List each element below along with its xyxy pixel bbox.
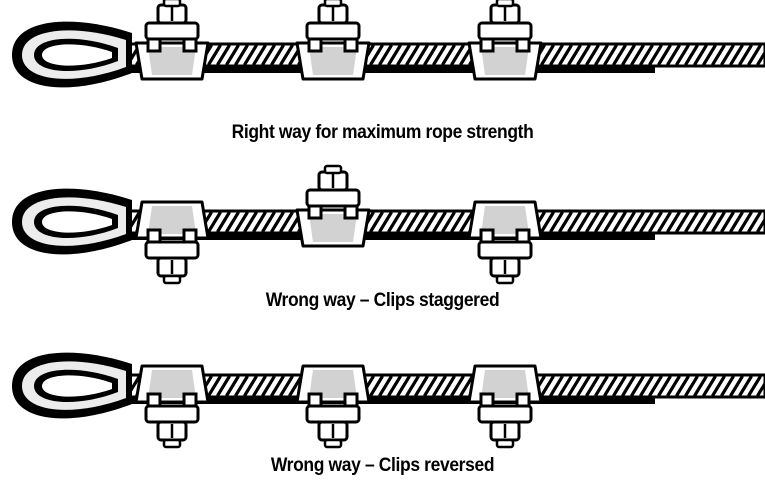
wire-rope-clip-2-3-down: [467, 200, 543, 285]
wire-rope-clip-2-1-down: [134, 200, 210, 285]
thimble-eye: [12, 21, 132, 88]
wire-rope-clip-1-2-up: [295, 0, 371, 81]
wire-rope-clip-3-3-down: [467, 364, 543, 449]
clip-bridge: [305, 21, 361, 41]
caption-clips-reversed: Wrong way – Clips reversed: [270, 455, 495, 476]
clip-bridge: [144, 240, 200, 260]
wire-rope-clip-3-1-down: [134, 364, 210, 449]
bolt-tip: [162, 438, 182, 449]
clip-bridge: [477, 404, 533, 424]
bolt-tip: [323, 0, 343, 8]
bolt-tip: [495, 438, 515, 449]
clip-bridge: [477, 21, 533, 41]
bolt-tip: [323, 438, 343, 449]
bolt-tip: [162, 274, 182, 285]
clip-bridge: [477, 240, 533, 260]
wire-rope-clip-2-2-up: [295, 164, 371, 248]
bolt-tip: [495, 0, 515, 8]
wire-rope-clip-1-3-up: [467, 0, 543, 81]
rope-assembly-2: [12, 164, 765, 285]
rope-assembly-1: [12, 0, 765, 88]
caption-right-way: Right way for maximum rope strength: [231, 122, 534, 143]
bolt-tip: [495, 274, 515, 285]
rope-assembly-3: [12, 352, 765, 449]
clip-bridge: [144, 21, 200, 41]
clip-bridge: [144, 404, 200, 424]
wire-rope-clip-3-2-down: [295, 364, 371, 449]
bolt-tip: [162, 0, 182, 8]
wire-rope-clip-1-1-up: [134, 0, 210, 81]
thimble-eye: [12, 352, 132, 419]
thimble-eye: [12, 188, 132, 255]
caption-clips-staggered: Wrong way – Clips staggered: [265, 290, 500, 311]
clip-bridge: [305, 188, 361, 208]
bolt-tip: [323, 164, 343, 175]
clip-bridge: [305, 404, 361, 424]
